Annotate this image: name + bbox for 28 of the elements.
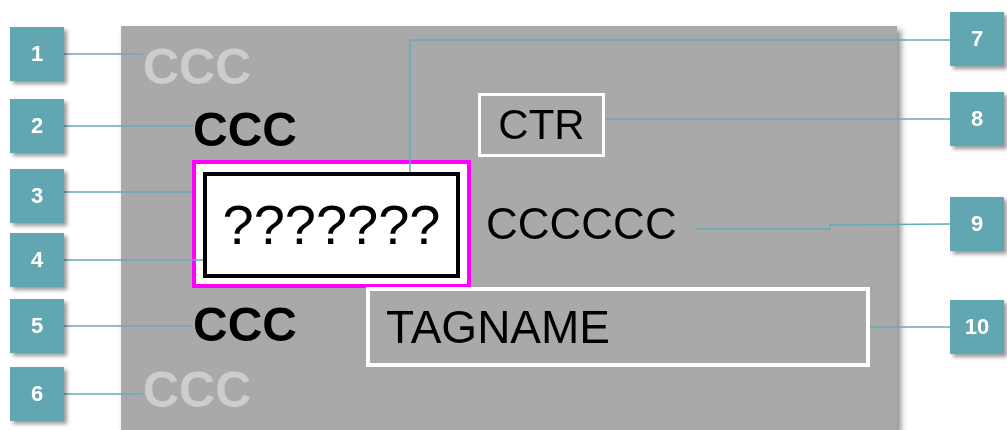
bold-text: CCC — [193, 298, 317, 352]
leader-line — [869, 326, 951, 328]
callout-number: 5 — [10, 299, 64, 353]
leader-line — [63, 259, 204, 261]
callout-number: 3 — [10, 169, 64, 223]
leader-line — [63, 191, 193, 193]
callout-number: 9 — [950, 197, 1004, 251]
callout-number: 6 — [10, 367, 64, 421]
highlight-frame — [192, 160, 471, 288]
callout-number: 8 — [950, 92, 1004, 146]
counter-field: CTR — [478, 93, 605, 157]
callout-number: 10 — [950, 300, 1004, 354]
leader-line — [63, 53, 144, 55]
panel-background — [121, 26, 897, 430]
leader-line — [63, 325, 194, 327]
value-field: ??????? — [203, 172, 460, 278]
leader-line — [409, 39, 951, 173]
callout-number: 4 — [10, 233, 64, 287]
bold-text: CCC — [193, 103, 317, 157]
callout-number: 7 — [950, 12, 1004, 66]
leader-line — [63, 125, 194, 127]
callout-number: 1 — [10, 27, 64, 81]
leader-line — [604, 118, 951, 120]
unit-text: CCCCCC — [486, 198, 696, 250]
tag-name-field: TAGNAME — [366, 287, 870, 367]
leader-line — [695, 223, 951, 230]
leader-line — [63, 393, 144, 395]
callout-number: 2 — [10, 99, 64, 153]
